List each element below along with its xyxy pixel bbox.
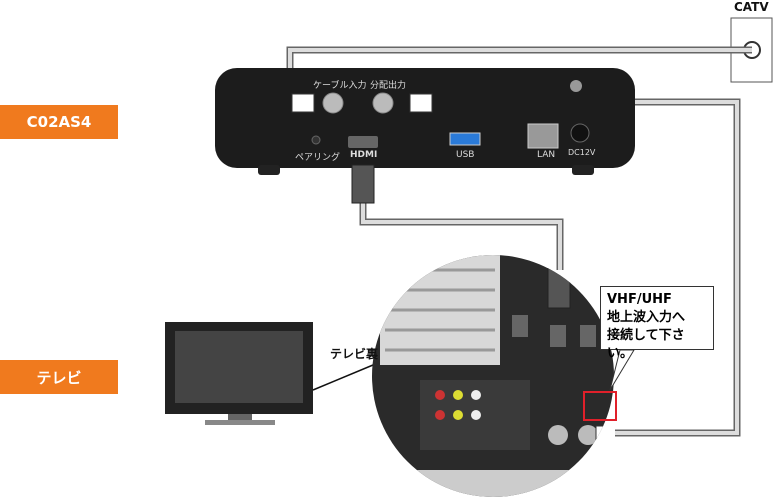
f-connector — [291, 93, 315, 113]
dc-label: DC12V — [568, 148, 596, 157]
split-out-label: 分配出力 — [370, 81, 407, 91]
cable-in-port — [322, 92, 344, 114]
catv-label: CATV — [734, 0, 769, 14]
cable-in-label: ケーブル入力 — [313, 81, 367, 91]
usb-label: USB — [456, 150, 475, 160]
callout-line: VHF/UHF — [607, 292, 672, 307]
callout-line: 地上波入力へ — [607, 310, 686, 325]
hdmi-label: HDMI — [350, 150, 378, 160]
lan-label: LAN — [537, 150, 556, 160]
tv-back-closeup — [372, 255, 614, 497]
instruction-callout: VHF/UHF 地上波入力へ 接続して下さい。 — [600, 286, 714, 361]
device-label: C02AS4 — [0, 105, 118, 139]
tv-back-label: テレビ裏 — [330, 347, 379, 361]
callout-line: 接続して下さい。 — [607, 328, 685, 361]
split-out-port — [372, 92, 394, 114]
dc-port — [570, 123, 590, 143]
highlight-box — [583, 391, 617, 421]
hdmi-plug — [351, 164, 375, 204]
usb-port — [449, 132, 481, 146]
hdmi-port — [348, 136, 378, 148]
pairing-label: ペアリング — [295, 153, 341, 163]
tv-label: テレビ — [0, 360, 118, 394]
lan-port — [527, 123, 559, 149]
f-connector — [409, 93, 433, 113]
